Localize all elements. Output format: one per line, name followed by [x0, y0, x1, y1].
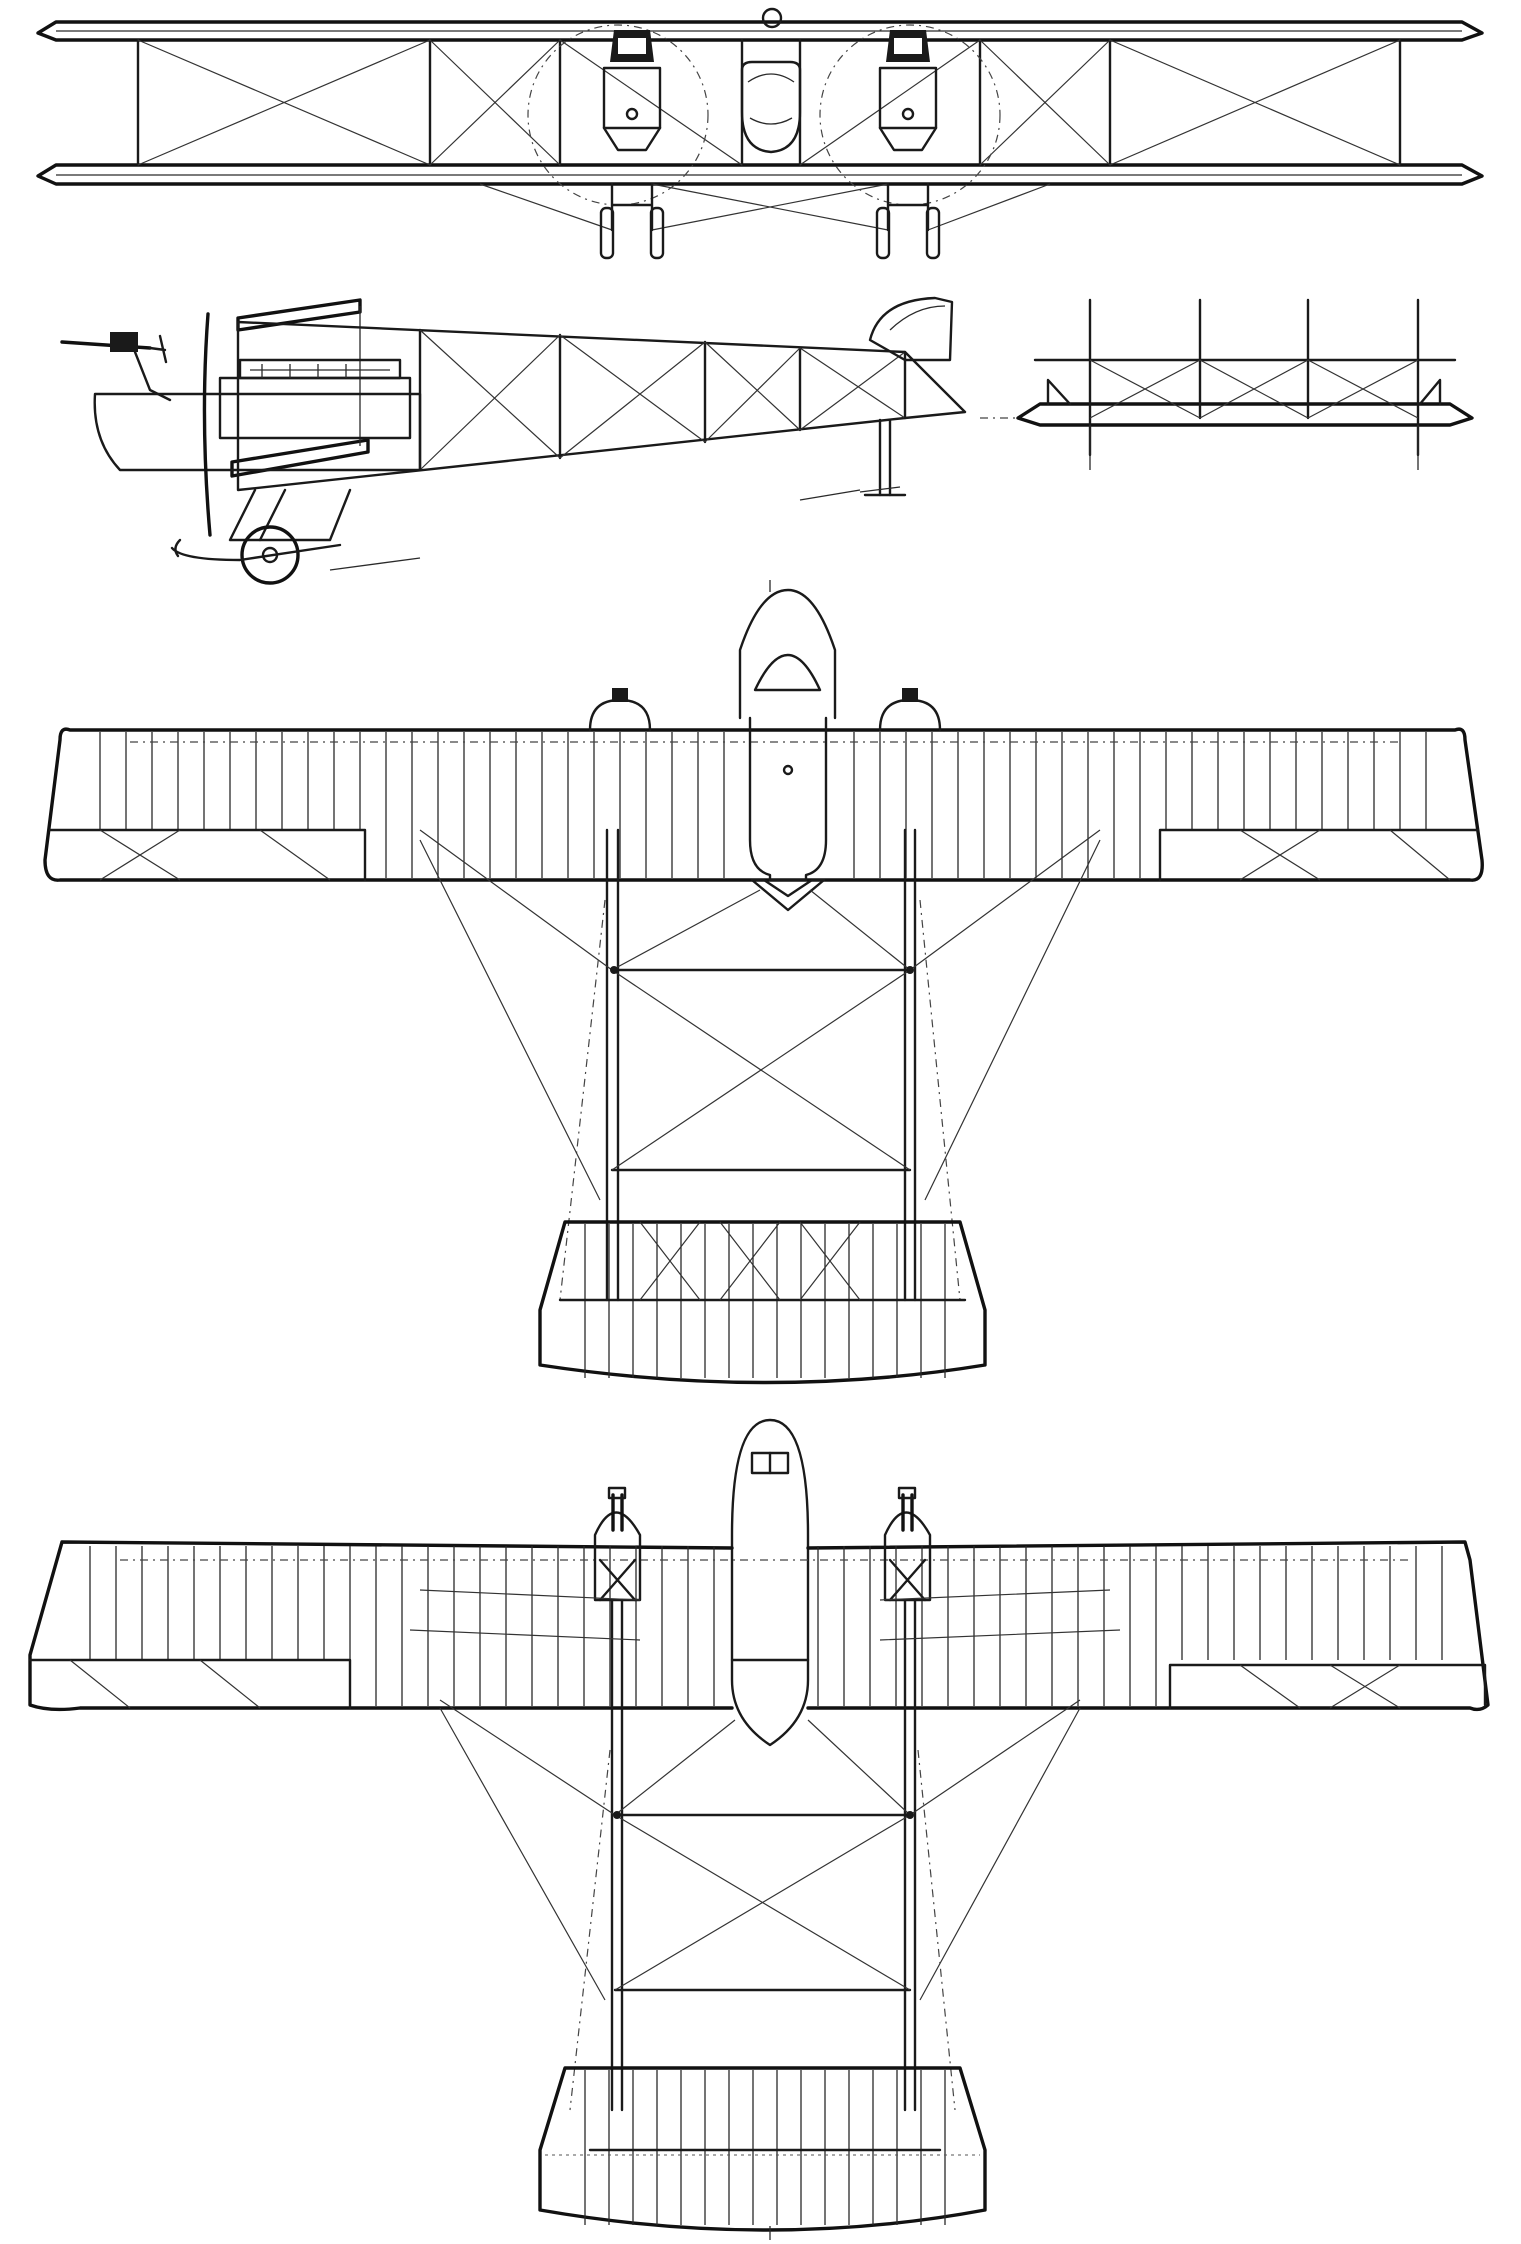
- top-wing-outline: [43, 727, 1484, 882]
- front-brace-wire: [559, 39, 743, 166]
- bottom-wing-ribs: [89, 1546, 1443, 1706]
- front-brace-wire: [137, 39, 431, 166]
- top-view: [43, 580, 1484, 1385]
- side-landing-gear: [170, 488, 352, 585]
- bottom-wing-outline: [28, 1540, 1490, 1712]
- bottom-ailerons: [28, 1658, 1487, 1710]
- top-tail-booms: [419, 828, 1101, 1302]
- top-ailerons: [48, 828, 1480, 882]
- bottom-engine-right: [883, 1486, 932, 1602]
- bottom-view: [28, 1418, 1490, 2240]
- front-view: [36, 7, 1484, 260]
- front-landing-gear: [599, 182, 941, 260]
- front-gear-wire: [479, 183, 613, 231]
- bottom-fuselage: [730, 1418, 810, 1747]
- top-engine-bumps: [588, 688, 942, 732]
- side-machine-gun: [60, 332, 172, 402]
- front-interplane-struts: [136, 38, 1402, 167]
- side-nacelle: [93, 358, 422, 472]
- front-upper-wing: [36, 20, 1484, 42]
- front-fuselage: [740, 60, 802, 154]
- top-tailplane: [538, 1220, 987, 1385]
- side-view: [60, 296, 967, 585]
- top-nose: [738, 588, 837, 720]
- side-tail: [863, 296, 967, 497]
- side-ground-line: [799, 486, 901, 501]
- bottom-tailplane: [538, 2066, 987, 2232]
- front-bracing-wires: [137, 39, 1401, 231]
- top-fuselage: [748, 716, 828, 912]
- front-brace-wire: [799, 39, 981, 166]
- left-engine-nacelle: [602, 30, 662, 152]
- right-engine-nacelle: [878, 30, 938, 152]
- front-lower-wing: [36, 163, 1484, 186]
- top-wing-ribs: [99, 732, 1427, 878]
- bottom-engine-left: [593, 1486, 642, 1602]
- front-gear-wire: [651, 183, 889, 231]
- bottom-tail-ribs: [584, 2070, 946, 2225]
- front-gun-mount: [761, 7, 783, 29]
- front-brace-wire: [429, 39, 561, 166]
- side-propeller: [202, 312, 212, 537]
- side-fuselage: [236, 320, 907, 492]
- front-gear-wire: [927, 183, 1051, 231]
- front-brace-wire: [979, 39, 1111, 166]
- front-brace-wire: [1109, 39, 1401, 166]
- rear-view: [980, 298, 1474, 470]
- side-ground-line-2: [329, 557, 421, 571]
- bottom-tail-booms: [409, 1589, 1121, 2112]
